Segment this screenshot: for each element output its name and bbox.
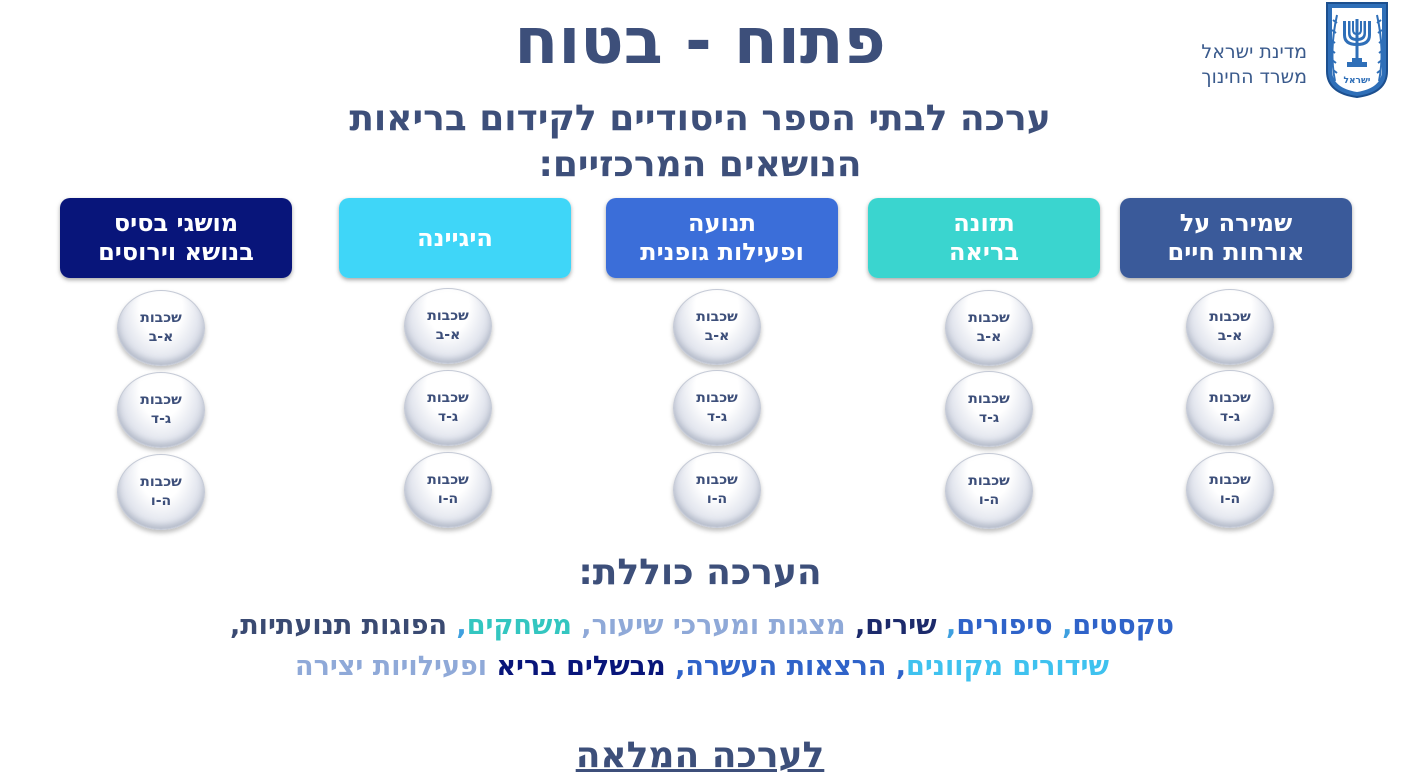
topic-label: היגיינה (417, 223, 493, 252)
kit-item-text: , (571, 610, 592, 641)
kit-item-text: סיפורים (956, 610, 1053, 641)
kit-item-text: הפוגות תנועתיות, (229, 610, 448, 641)
grade-button-5-6[interactable]: שכבות ה-ו (117, 454, 205, 530)
kit-item-text: , (845, 610, 866, 641)
kit-item-text: , (665, 651, 686, 682)
topic-label: שמירה על אורחות חיים (1167, 209, 1305, 266)
grade-button-5-6[interactable]: שכבות ה-ו (404, 452, 492, 528)
kit-item-text: , (1052, 610, 1073, 641)
grade-button-3-4[interactable]: שכבות ג-ד (404, 370, 492, 446)
kit-item-text: ופעילויות יצירה (295, 651, 487, 682)
kit-item-text: שידורים מקוונים (906, 651, 1109, 682)
kit-includes-line-2: שידורים מקוונים, הרצאות העשרה, מבשלים בר… (40, 648, 1364, 686)
grade-button-3-4[interactable]: שכבות ג-ד (117, 372, 205, 448)
grade-button-1-2[interactable]: שכבות א-ב (1186, 289, 1274, 365)
full-kit-link[interactable]: לערכה המלאה (575, 735, 825, 776)
ministry-line-state: מדינת ישראל (1201, 41, 1307, 63)
ministry-line-education: משרד החינוך (1201, 66, 1307, 88)
kit-includes-line-1: טקסטים, סיפורים, שירים, מצגות ומערכי שיע… (40, 607, 1364, 645)
grade-button-1-2[interactable]: שכבות א-ב (945, 290, 1033, 366)
kit-item-text: , (886, 651, 907, 682)
emblem-text: ישראל (1344, 76, 1371, 86)
grade-button-1-2[interactable]: שכבות א-ב (673, 289, 761, 365)
grade-button-3-4[interactable]: שכבות ג-ד (945, 371, 1033, 447)
kit-item-text: , (936, 610, 957, 641)
grade-button-3-4[interactable]: שכבות ג-ד (1186, 370, 1274, 446)
topic-virus-basics[interactable]: מושגי בסיס בנושא וירוסים (60, 198, 292, 278)
topic-label: תנועה ופעילות גופנית (640, 209, 804, 266)
grade-button-5-6[interactable]: שכבות ה-ו (1186, 452, 1274, 528)
grade-button-5-6[interactable]: שכבות ה-ו (673, 452, 761, 528)
page-subtitle: ערכה לבתי הספר היסודיים לקידום בריאות (349, 98, 1051, 139)
grade-button-5-6[interactable]: שכבות ה-ו (945, 453, 1033, 529)
kit-item-text: , (447, 610, 467, 641)
kit-item-text (487, 651, 496, 682)
grade-button-1-2[interactable]: שכבות א-ב (117, 290, 205, 366)
kit-item-text: מבשלים בריא (496, 651, 666, 682)
topic-label: תזונה בריאה (948, 209, 1020, 266)
kit-item-text: שירים (865, 610, 937, 641)
kit-item-text: טקסטים (1072, 610, 1175, 641)
topic-healthy-nutrition[interactable]: תזונה בריאה (868, 198, 1100, 278)
grade-button-1-2[interactable]: שכבות א-ב (404, 288, 492, 364)
topic-physical-activity[interactable]: תנועה ופעילות גופנית (606, 198, 838, 278)
kit-item-text: הרצאות העשרה (685, 651, 887, 682)
topic-healthy-lifestyle[interactable]: שמירה על אורחות חיים (1120, 198, 1352, 278)
topic-hygiene[interactable]: היגיינה (339, 198, 571, 278)
kit-item-text: משחקים (466, 610, 572, 641)
page-title: פתוח - בטוח (514, 5, 886, 79)
kit-item-text: מצגות ומערכי שיעור (591, 610, 846, 641)
ministry-name: מדינת ישראל משרד החינוך (1201, 40, 1307, 90)
kit-includes-heading: הערכה כוללת: (578, 552, 822, 593)
topics-heading: הנושאים המרכזיים: (538, 144, 862, 185)
topic-label: מושגי בסיס בנושא וירוסים (98, 209, 254, 266)
grade-button-3-4[interactable]: שכבות ג-ד (673, 370, 761, 446)
menorah-emblem-icon: ישראל (1326, 2, 1388, 99)
